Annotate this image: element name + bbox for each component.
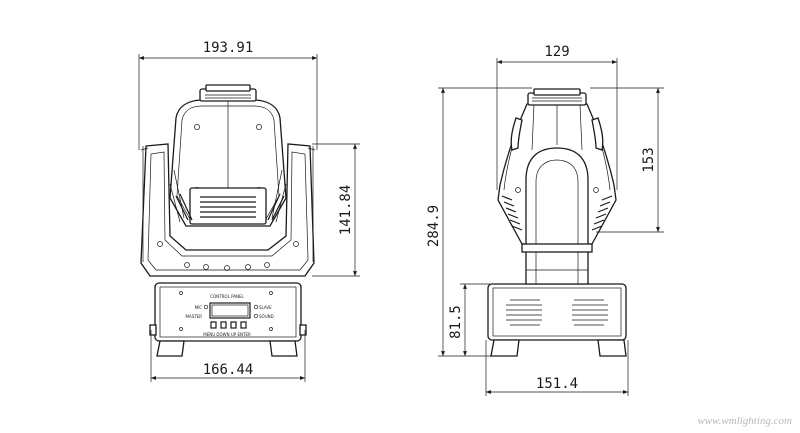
front-base: CONTROL PANEL MIC MASTER SLAVE SOUND MEN…	[149, 282, 307, 357]
front-yoke	[140, 143, 316, 277]
side-fins	[501, 195, 613, 231]
dim-side-head-height-value: 153	[641, 147, 657, 172]
panel-label-slave: SLAVE	[259, 305, 272, 310]
dim-side-total-height-value: 284.9	[426, 205, 442, 247]
watermark: www.wmlighting.com	[697, 415, 792, 427]
dim-side-base-height: 81.5	[448, 283, 490, 356]
panel-display	[209, 302, 251, 319]
side-view: 129 153 284.9 81.5 151.4	[426, 44, 664, 396]
dim-side-base-width-value: 151.4	[536, 376, 578, 392]
dim-side-total-height: 284.9	[426, 87, 532, 357]
front-view: CONTROL PANEL MIC MASTER SLAVE SOUND MEN…	[138, 40, 360, 382]
control-panel: CONTROL PANEL MIC MASTER SLAVE SOUND MEN…	[186, 294, 274, 337]
panel-label-master: MASTER	[186, 314, 203, 319]
dim-side-base-width: 151.4	[485, 340, 629, 396]
dim-side-top-width: 129	[496, 44, 618, 190]
side-base	[487, 283, 627, 357]
dim-front-base-width: 166.44	[150, 330, 306, 382]
front-vent-slots	[200, 196, 256, 218]
dim-side-top-width-value: 129	[544, 44, 569, 60]
dim-front-top-width: 193.91	[138, 40, 318, 150]
dim-side-base-height-value: 81.5	[448, 305, 464, 339]
panel-label-sound: SOUND	[259, 314, 274, 319]
side-base-vents	[506, 299, 608, 326]
dim-front-base-width-value: 166.44	[203, 362, 254, 378]
dim-side-head-height: 153	[590, 87, 664, 233]
side-yoke	[521, 147, 593, 285]
panel-label-buttons: MENU DOWN UP ENTER	[203, 332, 251, 337]
panel-label-mic: MIC	[195, 305, 203, 310]
panel-title: CONTROL PANEL	[210, 294, 244, 299]
dim-front-head-height: 141.84	[312, 143, 360, 277]
dim-front-top-width-value: 193.91	[203, 40, 254, 56]
dim-front-head-height-value: 141.84	[338, 185, 354, 236]
front-head	[169, 84, 287, 227]
